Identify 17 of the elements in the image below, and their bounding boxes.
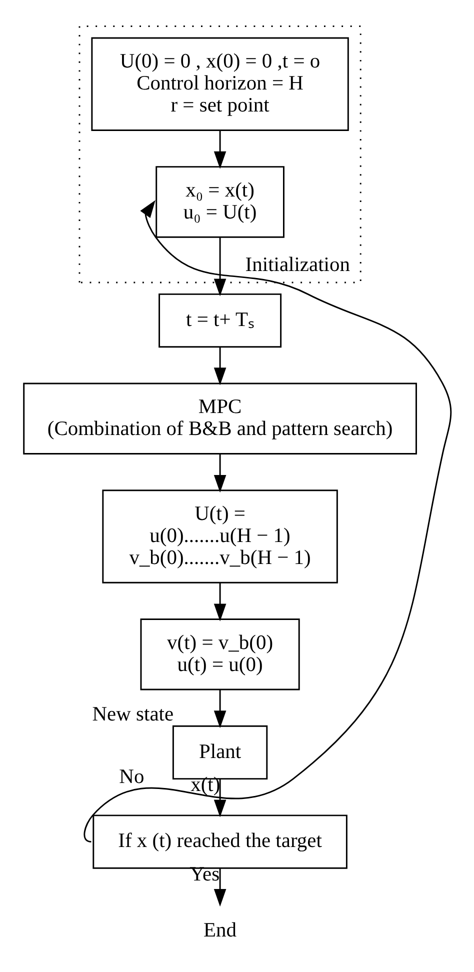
arrow (213, 690, 226, 728)
arrow (213, 347, 226, 386)
node-box: U(t) = u(0).......u(H − 1) v_b(0).......v_b(H − 1) (102, 490, 338, 584)
node-box: v(t) = v_b(0) u(t) = u(0) (140, 618, 300, 690)
arrow (213, 454, 226, 493)
arrow (213, 130, 226, 169)
node-box: U(0) = 0 , x(0) = 0 ,t = o Control horizon = H r = set point (90, 37, 348, 131)
node-label: New state (92, 704, 174, 726)
node-box: x₀ = x(t) u₀ = U(t) (155, 166, 284, 238)
arrow (213, 868, 226, 907)
node-box: MPC (Combination of B&B and pattern search) (22, 382, 416, 455)
edge-label: No (118, 766, 144, 788)
node-box: t = t+ Tₛ (158, 293, 282, 348)
arrow (213, 778, 226, 818)
arrow (213, 582, 226, 622)
arrow (213, 238, 226, 296)
node-text: End (203, 920, 236, 942)
